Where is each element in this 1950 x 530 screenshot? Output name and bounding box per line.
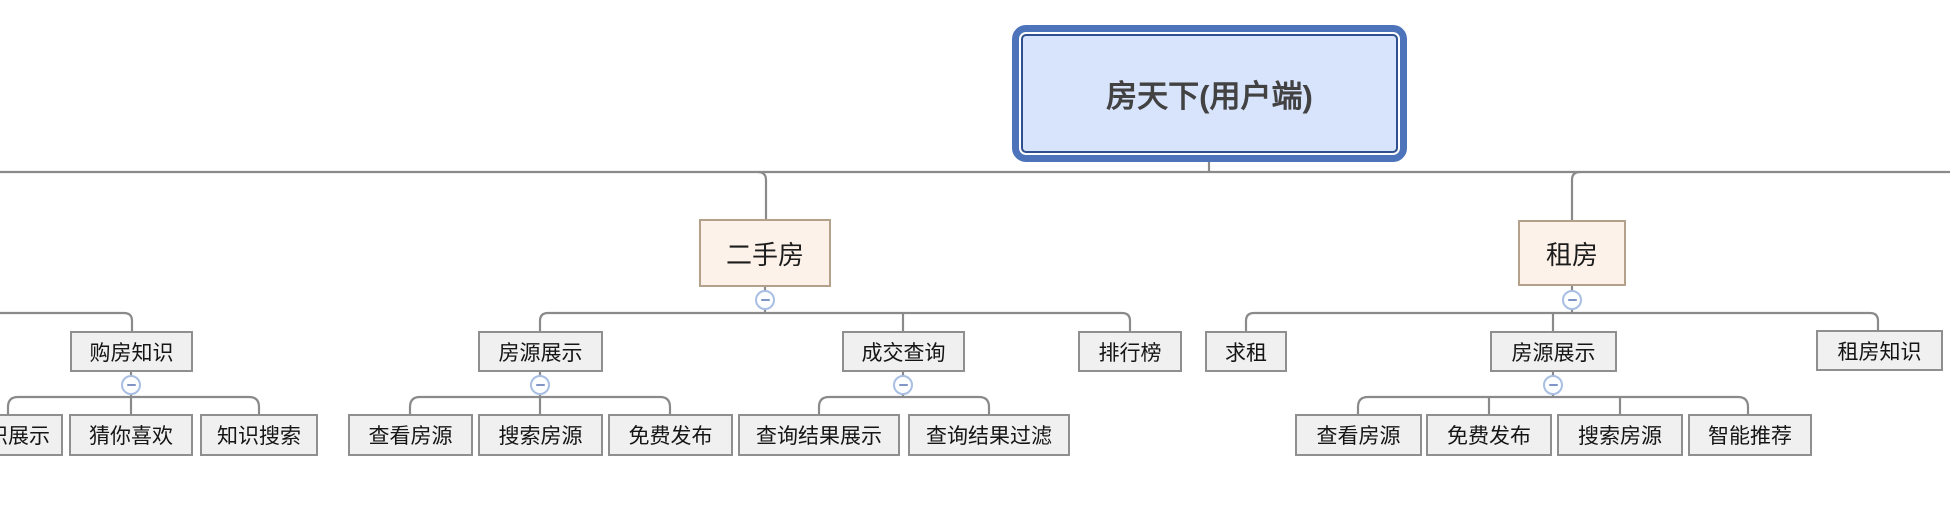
fangyuan-zufang-children-line (1356, 395, 1750, 414)
node-chaxun-jieguo-guolv[interactable]: 查询结果过滤 (908, 414, 1070, 456)
root-node-inner: 房天下(用户端) (1021, 34, 1398, 153)
minus-glyph (1567, 298, 1577, 302)
node-mianfei-fabu-zufang[interactable]: 免费发布 (1426, 414, 1552, 456)
zufang-drop (1570, 170, 1581, 220)
node-zufang[interactable]: 租房 (1518, 220, 1626, 286)
collapse-minus-icon-fangyuan-zhanshi-zufang[interactable] (1543, 375, 1563, 395)
node-label: 搜索房源 (498, 425, 583, 448)
node-label: 二手房 (725, 239, 804, 270)
node-chaxun-jieguo-zhanshi[interactable]: 查询结果展示 (738, 414, 900, 456)
node-label: 免费发布 (628, 425, 713, 448)
node-cai-ni-xihuan[interactable]: 猜你喜欢 (69, 414, 193, 456)
node-fangyuan-zhanshi-zufang[interactable]: 房源展示 (1490, 331, 1617, 372)
node-label: 猜你喜欢 (89, 425, 173, 448)
minus-glyph (760, 298, 770, 302)
node-label: 免费发布 (1447, 425, 1531, 448)
node-chakan-fangyuan-zufang[interactable]: 查看房源 (1295, 414, 1422, 456)
node-zhineng-tuijian[interactable]: 智能推荐 (1688, 414, 1812, 456)
node-paihangbang[interactable]: 排行榜 (1078, 331, 1182, 372)
node-label: 房源展示 (1511, 341, 1596, 365)
minus-glyph (126, 383, 136, 387)
node-sousuo-fangyuan-ershou[interactable]: 搜索房源 (478, 414, 603, 456)
chengjiao-children-line (817, 395, 991, 414)
node-label: 租房知识 (1837, 340, 1922, 364)
minus-glyph (898, 383, 908, 387)
node-label: 求租 (1225, 341, 1267, 365)
node-root[interactable]: 房天下(用户端) (1012, 25, 1407, 162)
node-label: 查看房源 (368, 425, 453, 448)
zufang-children-line (1244, 311, 1880, 331)
node-goufang-zhishi[interactable]: 购房知识 (70, 331, 193, 372)
node-label: 查询结果过滤 (926, 425, 1052, 448)
node-label: 知识搜索 (217, 425, 301, 448)
node-sousuo-fangyuan-zufang[interactable]: 搜索房源 (1557, 414, 1683, 456)
minus-glyph (1548, 383, 1558, 387)
node-chengjiao-chaxun[interactable]: 成交查询 (842, 331, 965, 372)
collapse-minus-icon-ershoufang[interactable] (755, 290, 775, 310)
node-ershoufang[interactable]: 二手房 (699, 219, 831, 287)
node-zufang-zhishi[interactable]: 租房知识 (1816, 330, 1943, 371)
node-label: 搜索房源 (1578, 425, 1662, 448)
node-label: 房天下(用户端) (1106, 79, 1313, 114)
node-label: 购房知识 (89, 341, 174, 365)
collapse-minus-icon-fangyuan-zhanshi-ershou[interactable] (530, 375, 550, 395)
node-qiuzu[interactable]: 求租 (1205, 331, 1287, 372)
node-label: 查询结果展示 (756, 425, 882, 448)
node-label: 查看房源 (1316, 425, 1401, 448)
minus-glyph (535, 383, 545, 387)
collapse-minus-icon-zufang[interactable] (1562, 290, 1582, 310)
collapse-minus-icon-goufang-zhishi[interactable] (121, 375, 141, 395)
node-label: 房源展示 (498, 341, 583, 365)
node-fangyuan-zhanshi-ershou[interactable]: 房源展示 (478, 331, 603, 372)
left-offscreen-branch-line (0, 311, 134, 331)
node-chakan-fangyuan-ershou[interactable]: 查看房源 (348, 414, 473, 456)
ershoufang-drop (757, 170, 768, 219)
node-mianfei-fabu-ershou[interactable]: 免费发布 (608, 414, 733, 456)
node-zhishi-sousuo[interactable]: 知识搜索 (200, 414, 318, 456)
node-label: 成交查询 (861, 341, 946, 365)
goufangzhishi-children-line (6, 395, 261, 414)
node-label: 智能推荐 (1708, 425, 1792, 448)
collapse-minus-icon-chengjiao-chaxun[interactable] (893, 375, 913, 395)
node-label: 租房 (1545, 239, 1598, 270)
ershoufang-children-line (538, 311, 1132, 331)
node-label: 排行榜 (1098, 341, 1162, 365)
